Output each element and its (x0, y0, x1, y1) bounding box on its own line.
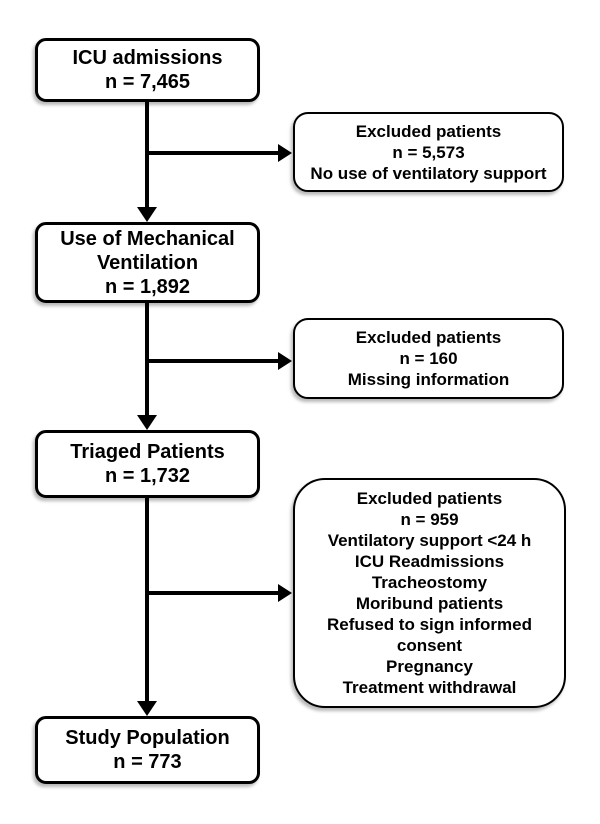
box-text-line: Triaged Patients (70, 441, 225, 463)
box-text-line: Ventilatory support <24 h (327, 531, 532, 550)
arrow-right-icon (278, 352, 292, 370)
box-text-line: Tracheostomy (371, 573, 488, 592)
box-text-line: ICU admissions (72, 47, 223, 69)
flow-box-excluded-missing-information: Excluded patients n = 160 Missing inform… (293, 318, 564, 399)
arrow-right-icon (278, 584, 292, 602)
box-text-line: Excluded patients (355, 328, 502, 347)
box-count-line: n = 5,573 (392, 142, 465, 162)
box-text-line: Ventilation (96, 251, 199, 274)
arrow-to-excluded-3-line (145, 591, 278, 595)
box-text-line: ICU Readmissions (354, 552, 505, 571)
box-text-line: Use of Mechanical (60, 227, 235, 250)
box-count-line: n = 160 (399, 349, 458, 368)
box-count-line: n = 1,892 (104, 275, 191, 298)
flow-box-study-population: Study Population n = 773 (35, 716, 260, 784)
flow-box-excluded-no-ventilatory-support: Excluded patients n = 5,573 No use of ve… (293, 112, 564, 192)
flow-box-excluded-other-criteria: Excluded patients n = 959 Ventilatory su… (293, 478, 566, 708)
box-text-line: No use of ventilatory support (310, 163, 547, 183)
arrow-mv-to-triaged-line (145, 301, 149, 416)
flow-box-icu-admissions: ICU admissions n = 7,465 (35, 38, 260, 102)
box-text-line: Excluded patients (356, 489, 503, 508)
box-count-line: n = 773 (113, 751, 182, 773)
box-text-line: Study Population (65, 727, 230, 749)
box-count-line: n = 1,732 (104, 465, 191, 487)
box-text-line: Moribund patients (355, 594, 504, 613)
arrow-down-icon (137, 701, 157, 716)
box-text-line: Refused to sign informed consent (327, 615, 532, 655)
flow-box-triaged-patients: Triaged Patients n = 1,732 (35, 430, 260, 498)
box-text-line: Treatment withdrawal (342, 678, 517, 697)
arrow-right-icon (278, 144, 292, 162)
box-text-line: Excluded patients (355, 121, 502, 141)
box-count-line: n = 7,465 (104, 71, 191, 93)
box-count-line: n = 959 (400, 510, 459, 529)
arrow-down-icon (137, 415, 157, 430)
box-text-line: Pregnancy (386, 657, 473, 676)
arrow-triaged-to-study-line (145, 496, 149, 702)
flow-box-mechanical-ventilation: Use of Mechanical Ventilation n = 1,892 (35, 222, 260, 303)
box-text-line: Missing information (347, 370, 510, 389)
arrow-to-excluded-2-line (145, 359, 278, 363)
arrow-to-excluded-1-line (145, 151, 278, 155)
arrow-down-icon (137, 207, 157, 222)
